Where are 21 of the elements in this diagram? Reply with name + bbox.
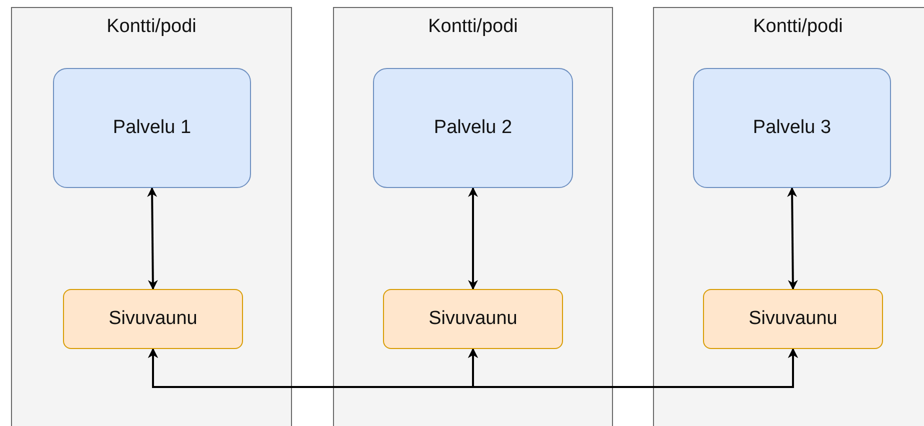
- sidecar-box: [383, 289, 563, 349]
- box-label: Palvelu 2: [434, 117, 512, 139]
- container-title: Kontti/podi: [106, 16, 198, 38]
- box-label: Palvelu 1: [112, 117, 192, 139]
- service-box: [373, 68, 573, 188]
- service-box: [693, 68, 891, 188]
- connector-arrow: [468, 187, 478, 290]
- connector-arrow: [787, 187, 798, 290]
- box-label: Sivuvaunu: [108, 308, 198, 330]
- container-title: Kontti/podi: [427, 16, 519, 38]
- connector-arrow: [147, 187, 158, 290]
- sidecar-box: [703, 289, 883, 349]
- box-label: Sivuvaunu: [428, 308, 518, 330]
- container-box: [11, 7, 292, 426]
- service-box: [53, 68, 251, 188]
- container-box: [653, 7, 924, 426]
- container-box: [333, 7, 613, 426]
- box-label: Sivuvaunu: [748, 308, 838, 330]
- sidecar-box: [63, 289, 243, 349]
- box-label: Palvelu 3: [752, 117, 832, 139]
- container-title: Kontti/podi: [752, 16, 844, 38]
